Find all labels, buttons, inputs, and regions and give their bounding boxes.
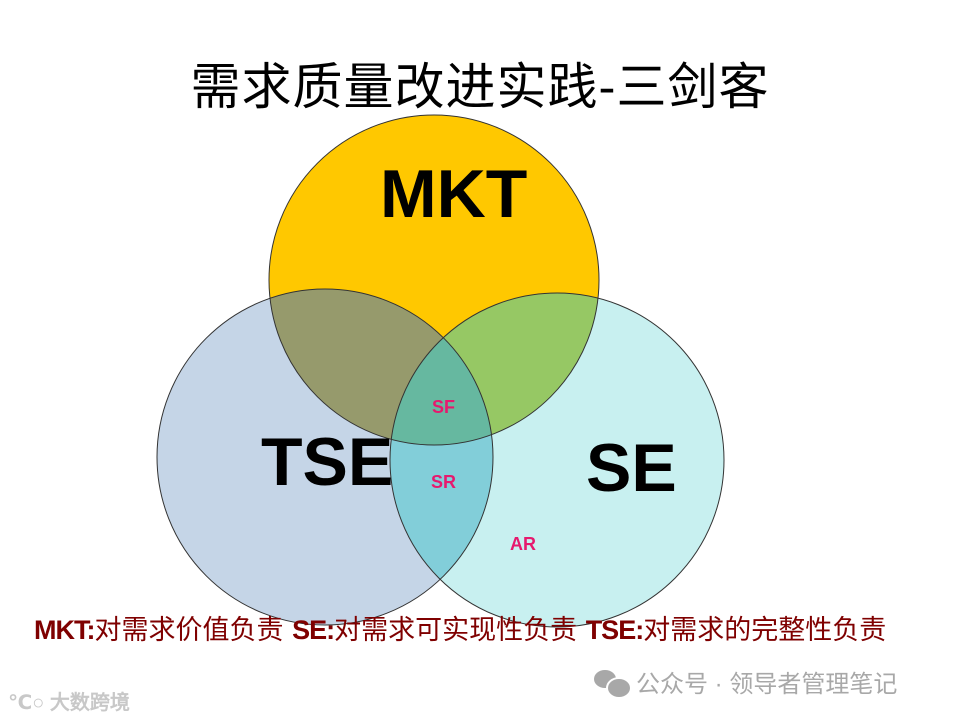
overlap-mkt-se xyxy=(390,293,599,445)
caption-tse-text: 对需求的完整性负责 xyxy=(643,615,887,646)
label-tse: TSE xyxy=(261,424,394,500)
label-se: SE xyxy=(586,430,677,506)
caption-mkt-key: MKT: xyxy=(34,615,95,645)
overlap-mkt-tse xyxy=(269,289,493,445)
label-sf: SF xyxy=(432,397,456,417)
wechat-icon xyxy=(594,668,632,699)
caption-se-key: SE: xyxy=(292,615,335,645)
watermark-right: 公众号 · 领导者管理笔记 xyxy=(594,664,897,699)
watermark-left: ℃○ 大数跨境 xyxy=(8,692,130,714)
label-mkt: MKT xyxy=(380,156,528,232)
label-ar: AR xyxy=(510,534,536,554)
caption-mkt-text: 对需求价值负责 xyxy=(94,615,284,646)
caption: MKT:对需求价值负责 SE:对需求可实现性负责 TSE:对需求的完整性负责 xyxy=(34,612,914,649)
caption-tse-key: TSE: xyxy=(585,615,645,645)
caption-se-text: 对需求可实现性负责 xyxy=(334,615,578,646)
page-title: 需求质量改进实践-三剑客 xyxy=(190,58,770,116)
label-sr: SR xyxy=(431,472,457,492)
watermark-logo-icon: ℃○ xyxy=(8,692,50,714)
